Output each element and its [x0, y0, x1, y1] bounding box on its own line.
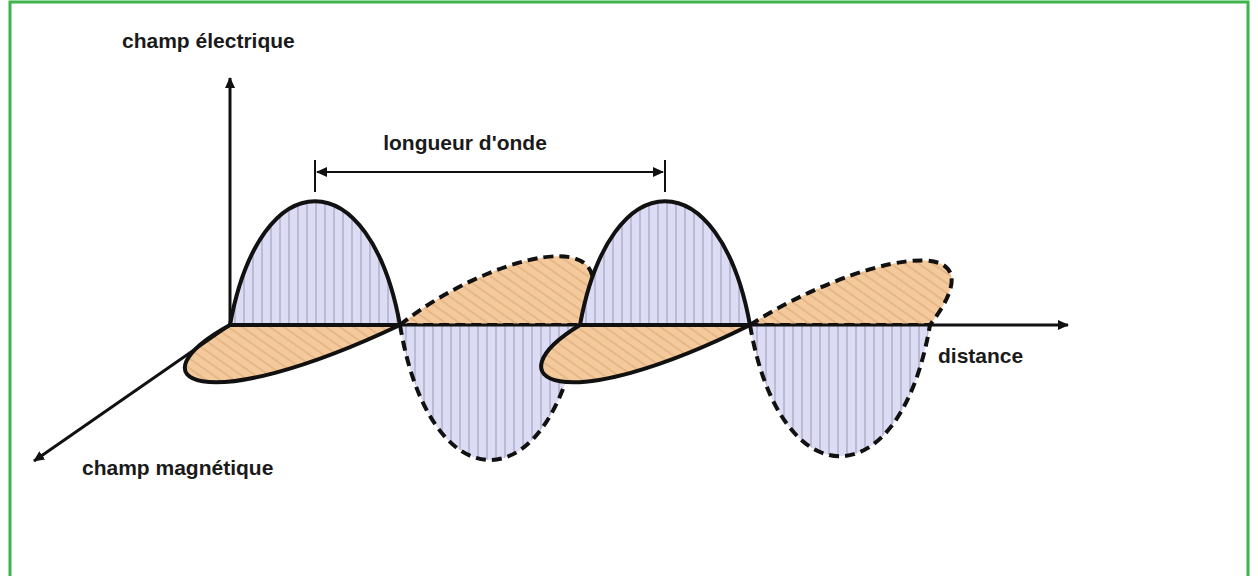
- axis-label: distance: [938, 343, 1023, 368]
- axis-label: champ électrique: [122, 28, 295, 53]
- dimension-label: longueur d'onde: [383, 130, 547, 155]
- axis-label: champ magnétique: [82, 455, 273, 480]
